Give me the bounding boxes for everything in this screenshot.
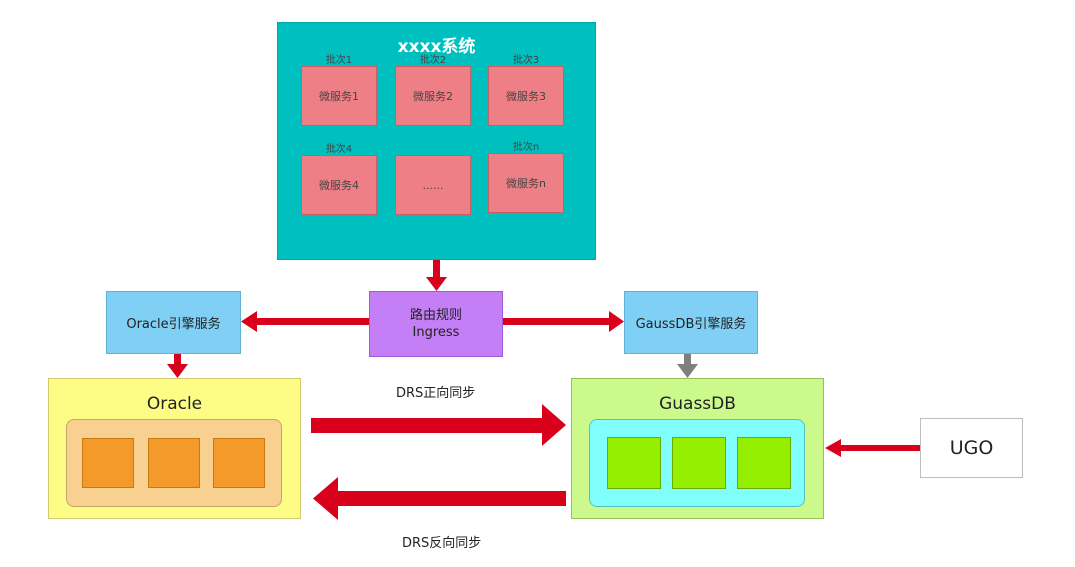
- routing-subtitle: Ingress: [412, 325, 460, 340]
- oracle-data-block: [82, 438, 134, 488]
- microservice-4: 微服务4: [301, 155, 377, 215]
- gaussdb-engine-service: GaussDB引擎服务: [624, 291, 758, 354]
- ugo-tool: UGO: [920, 418, 1023, 478]
- batch-label-3: 批次3: [512, 55, 540, 66]
- oracle-data-block: [148, 438, 200, 488]
- reverse-sync-label: DRS反向同步: [402, 536, 482, 551]
- microservice-n: 微服务n: [488, 153, 564, 213]
- system-title: xxxx系统: [397, 37, 476, 57]
- gaussdb-data-block: [672, 437, 726, 489]
- gaussdb-data-block: [607, 437, 661, 489]
- batch-label-2: 批次2: [419, 55, 447, 66]
- arrow-routing-to-oracle-engine: [241, 311, 369, 332]
- system-container: [277, 22, 596, 260]
- forward-sync-label: DRS正向同步: [396, 386, 476, 401]
- microservice-1: 微服务1: [301, 66, 377, 126]
- arrow-system-to-routing: [426, 260, 447, 291]
- arrow-reverse-sync: [313, 477, 566, 520]
- microservice-3: 微服务3: [488, 66, 564, 126]
- routing-rule-ingress: 路由规则 Ingress: [369, 291, 503, 357]
- routing-title: 路由规则: [409, 308, 462, 323]
- batch-label-n: 批次n: [512, 142, 540, 153]
- arrow-gauss-engine-to-gauss-db: [677, 354, 698, 378]
- arrow-forward-sync: [311, 404, 566, 446]
- microservice-2: 微服务2: [395, 66, 471, 126]
- oracle-engine-service: Oracle引擎服务: [106, 291, 241, 354]
- microservice-ellipsis: ......: [395, 155, 471, 215]
- gaussdb-database-title: GuassDB: [659, 394, 736, 414]
- arrow-routing-to-gauss-engine: [503, 311, 624, 332]
- gaussdb-data-block: [737, 437, 791, 489]
- batch-label-4: 批次4: [325, 144, 353, 155]
- arrow-oracle-engine-to-oracle-db: [167, 354, 188, 378]
- oracle-data-block: [213, 438, 265, 488]
- arrow-ugo-to-gaussdb: [825, 439, 920, 457]
- oracle-database-title: Oracle: [146, 394, 203, 414]
- batch-label-1: 批次1: [325, 55, 353, 66]
